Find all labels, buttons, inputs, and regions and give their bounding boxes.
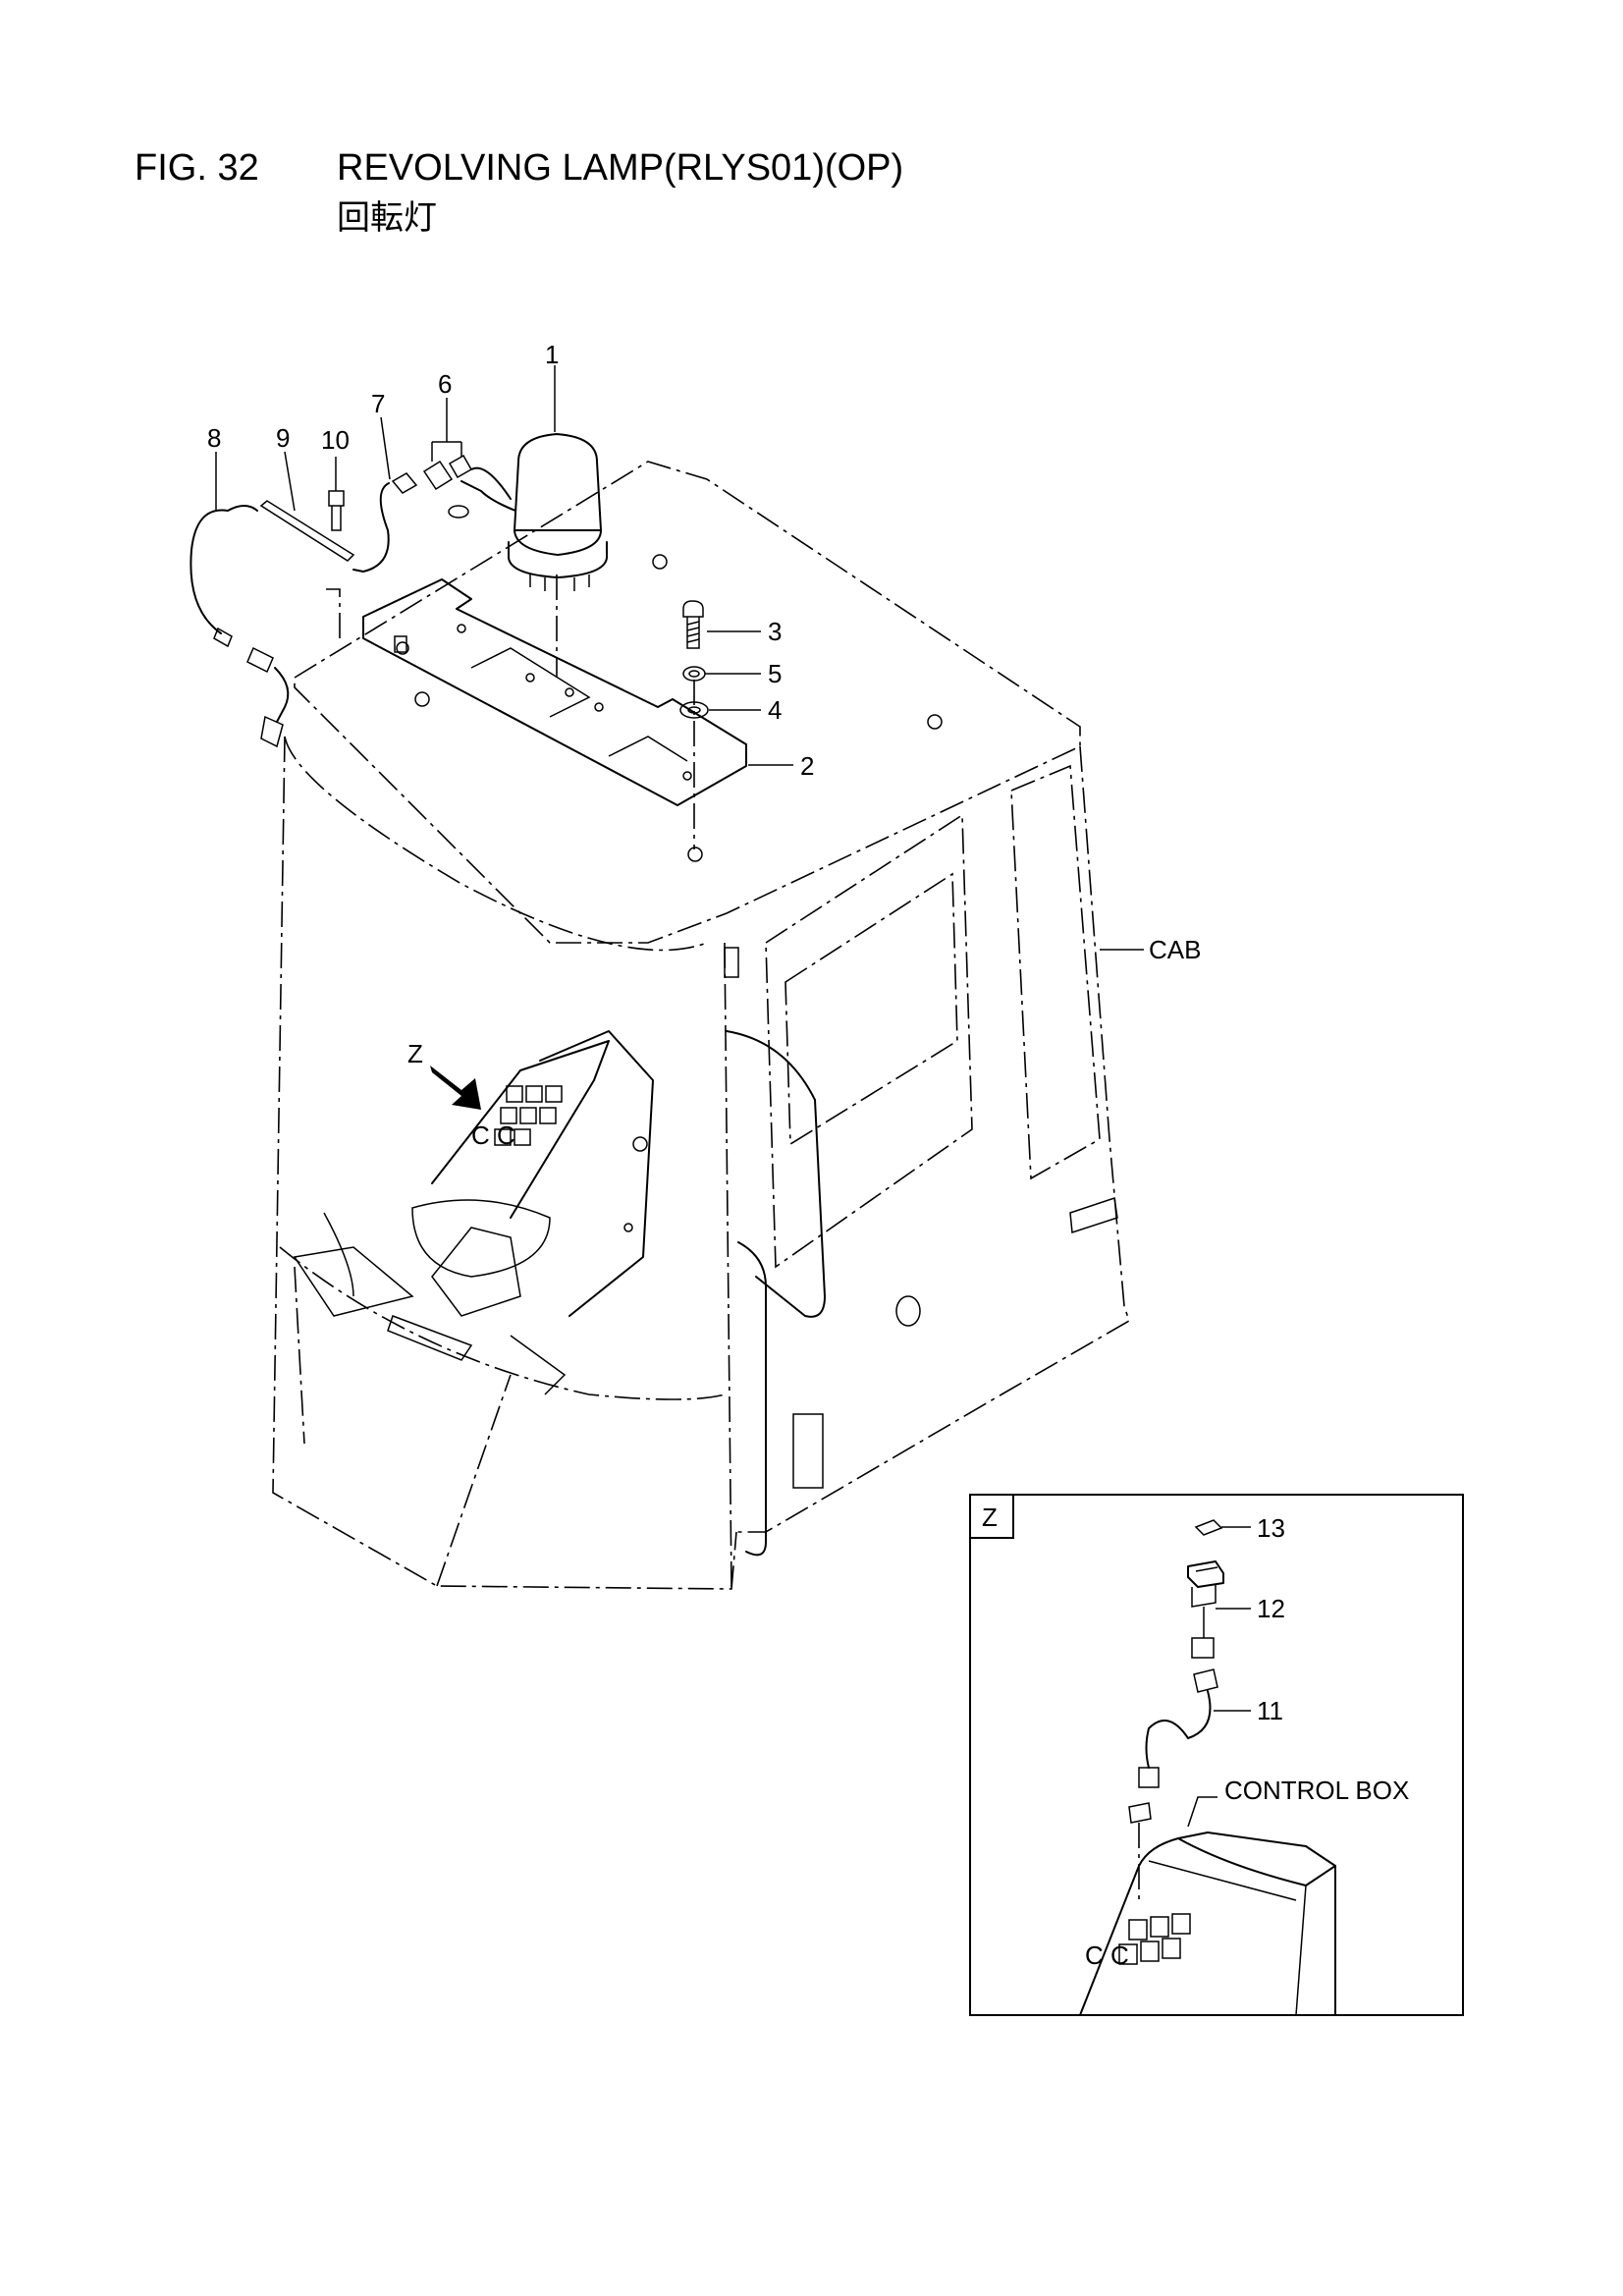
view-z-label: Z (407, 1039, 423, 1068)
detail-keypad (1118, 1913, 1191, 1965)
callout-4: 4 (768, 695, 782, 725)
control-box-label: CONTROL BOX (1224, 1776, 1409, 1805)
figure-number: FIG. 32 (135, 147, 259, 189)
view-z-arrow: Z (407, 1039, 481, 1110)
callout-2: 2 (800, 751, 814, 781)
callout-12: 12 (1257, 1594, 1285, 1623)
leader-lines (215, 365, 1144, 951)
callout-11: 11 (1257, 1696, 1283, 1725)
detail-cc-label: C C (1085, 1941, 1129, 1970)
panel-cc-label: C C (471, 1121, 515, 1150)
roof-nuts (414, 554, 943, 862)
callout-10: 10 (321, 425, 350, 455)
fastener-stack (679, 600, 709, 719)
figure-subtitle: 回転灯 (337, 198, 437, 238)
detail-z-panel: Z 13 12 11 (969, 1494, 1464, 2016)
mounting-bracket (362, 578, 747, 806)
callout-13: 13 (1257, 1513, 1285, 1543)
cab-outline: C C (272, 461, 1130, 1590)
cab-label: CAB (1149, 935, 1201, 964)
harness-assembly (189, 490, 355, 748)
callout-3: 3 (768, 617, 782, 646)
callout-8: 8 (207, 423, 221, 453)
revolving-lamp (460, 433, 608, 591)
connector-set (422, 441, 512, 500)
detail-z-label: Z (982, 1503, 998, 1532)
figure-title: REVOLVING LAMP(RLYS01)(OP) (337, 147, 904, 189)
callout-7: 7 (371, 389, 385, 418)
callout-6: 6 (438, 369, 452, 399)
console-keypad (494, 1085, 563, 1146)
callout-1: 1 (545, 340, 559, 369)
callout-9: 9 (276, 423, 290, 453)
callout-5: 5 (768, 659, 782, 688)
grommet-and-wire (352, 472, 469, 573)
